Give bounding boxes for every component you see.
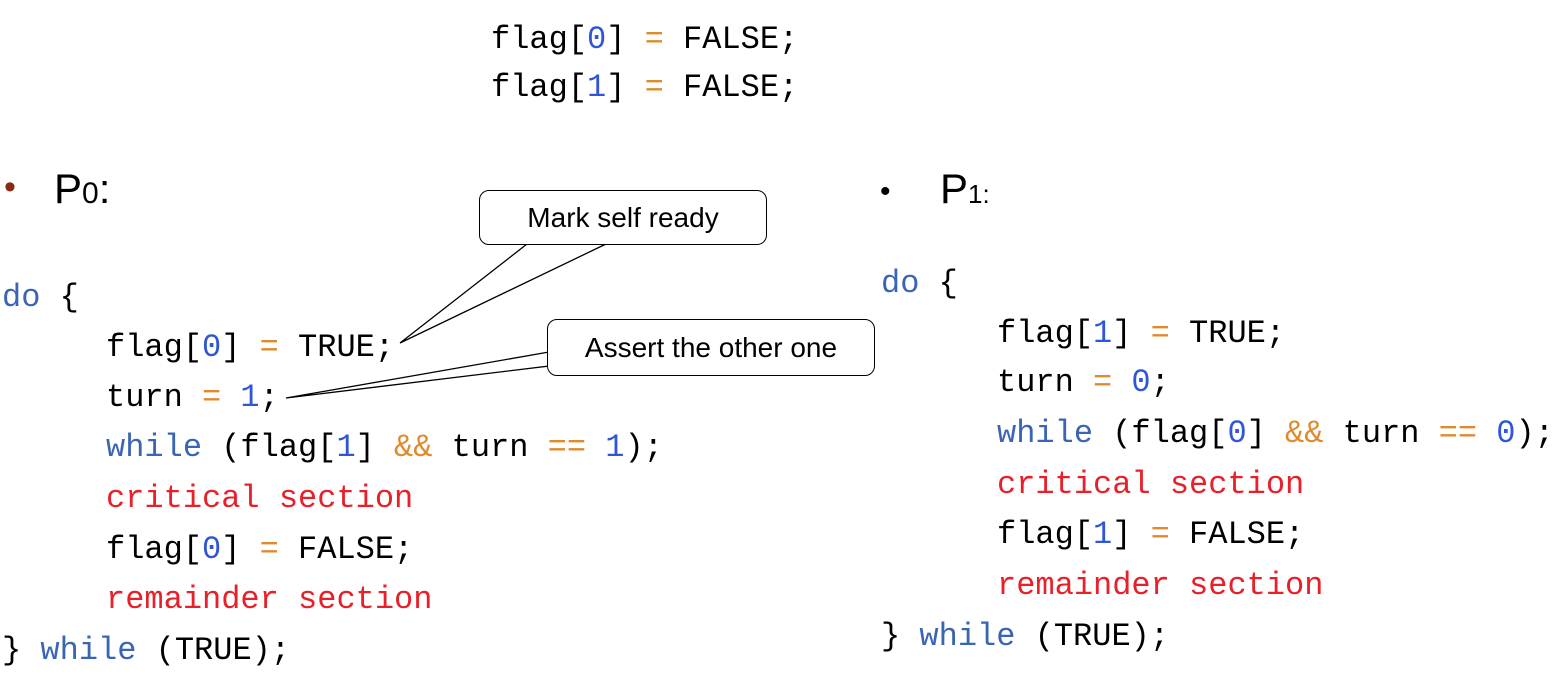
p0-critical-section: critical section xyxy=(106,480,414,517)
p0-turn-line: turn = 1; xyxy=(106,379,279,416)
p1-remainder-section: remainder section xyxy=(997,567,1324,604)
init-flag0-line: flag[0] = FALSE; xyxy=(491,21,799,58)
p1-flag-false-line: flag[1] = FALSE; xyxy=(997,516,1305,553)
p0-end-line: } while (TRUE); xyxy=(2,632,291,669)
p0-flag-false-line: flag[0] = FALSE; xyxy=(106,531,414,568)
callout-assert-other: Assert the other one xyxy=(547,319,875,376)
p1-critical-section: critical section xyxy=(997,466,1305,503)
p1-turn-line: turn = 0; xyxy=(997,364,1170,401)
p1-bullet: • xyxy=(880,175,891,208)
init-flag1-line: flag[1] = FALSE; xyxy=(491,69,799,106)
p1-while-line: while (flag[0] && turn == 0); xyxy=(997,415,1554,452)
p0-do-line: do { xyxy=(2,279,79,316)
p0-remainder-section: remainder section xyxy=(106,581,433,618)
p1-flag-true-line: flag[1] = TRUE; xyxy=(997,315,1286,352)
p1-end-line: } while (TRUE); xyxy=(881,618,1170,655)
p0-bullet: • xyxy=(4,168,16,206)
p0-heading: P0: xyxy=(54,165,111,212)
assert-pointer xyxy=(285,351,550,399)
p1-do-line: do { xyxy=(881,265,958,302)
p0-while-line: while (flag[1] && turn == 1); xyxy=(106,429,663,466)
callout-mark-self-ready: Mark self ready xyxy=(479,190,767,245)
p0-flag-true-line: flag[0] = TRUE; xyxy=(106,329,395,366)
p1-heading: P1: xyxy=(940,165,990,212)
